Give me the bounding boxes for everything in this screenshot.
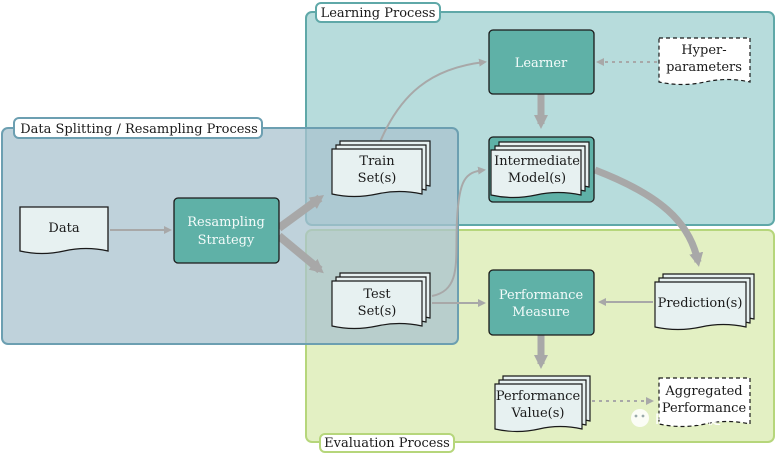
arrow-model-to-prediction: [593, 166, 704, 267]
aggregated-label-line2: Performance: [662, 401, 747, 416]
measure-label-line1: Performance: [499, 288, 584, 303]
resampling-strategy-node: Resampling Strategy: [173, 197, 280, 264]
arrows: [110, 58, 704, 405]
test-sets-node: Test Set(s): [331, 272, 431, 330]
hyperparameters-node: Hyper- parameters: [658, 37, 751, 86]
measure-label-line2: Measure: [512, 305, 570, 320]
hyper-label-line1: Hyper-: [681, 43, 726, 58]
aggregated-performance-node: Aggregated Performance: [658, 377, 751, 428]
train-label-line2: Set(s): [358, 171, 397, 186]
hyper-label-line2: parameters: [666, 60, 742, 75]
arrow-train-to-learner: [379, 58, 487, 143]
performance-values-node: Performance Value(s): [494, 375, 591, 433]
splitting-panel-title: Data Splitting / Resampling Process: [20, 122, 258, 137]
data-label: Data: [48, 221, 79, 236]
resampling-label-line1: Resampling: [187, 215, 265, 230]
value-label-line2: Value(s): [511, 406, 565, 421]
test-label-line2: Set(s): [358, 304, 397, 319]
aggregated-label-line1: Aggregated: [664, 384, 742, 399]
predictions-node: Prediction(s): [654, 273, 755, 331]
learning-panel-title: Learning Process: [321, 6, 436, 21]
watermark-text: R语言学徒: [655, 412, 721, 428]
value-label-line1: Performance: [496, 389, 581, 404]
resampling-label-line2: Strategy: [198, 233, 255, 248]
model-label-line1: Intermediate: [494, 154, 580, 169]
chat-bubble-icon: [631, 409, 649, 427]
train-label-line1: Train: [359, 154, 395, 169]
test-label-line1: Test: [363, 287, 391, 302]
learner-label: Learner: [515, 56, 568, 71]
intermediate-models-node: Intermediate Model(s): [488, 136, 595, 203]
performance-measure-node: Performance Measure: [488, 269, 595, 336]
arrow-resampling-to-test: [276, 232, 324, 274]
evaluation-panel-title: Evaluation Process: [324, 436, 450, 451]
evaluation-panel-title-tab: Evaluation Process: [319, 433, 455, 453]
watermark: R语言学徒: [631, 409, 721, 428]
model-label-line2: Model(s): [508, 171, 566, 186]
data-node: Data: [19, 206, 109, 255]
arrow-resampling-to-train: [276, 194, 325, 232]
arrow-test-to-model: [431, 166, 486, 297]
prediction-label: Prediction(s): [658, 296, 743, 311]
learner-node: Learner: [488, 29, 595, 95]
train-sets-node: Train Set(s): [331, 140, 431, 198]
